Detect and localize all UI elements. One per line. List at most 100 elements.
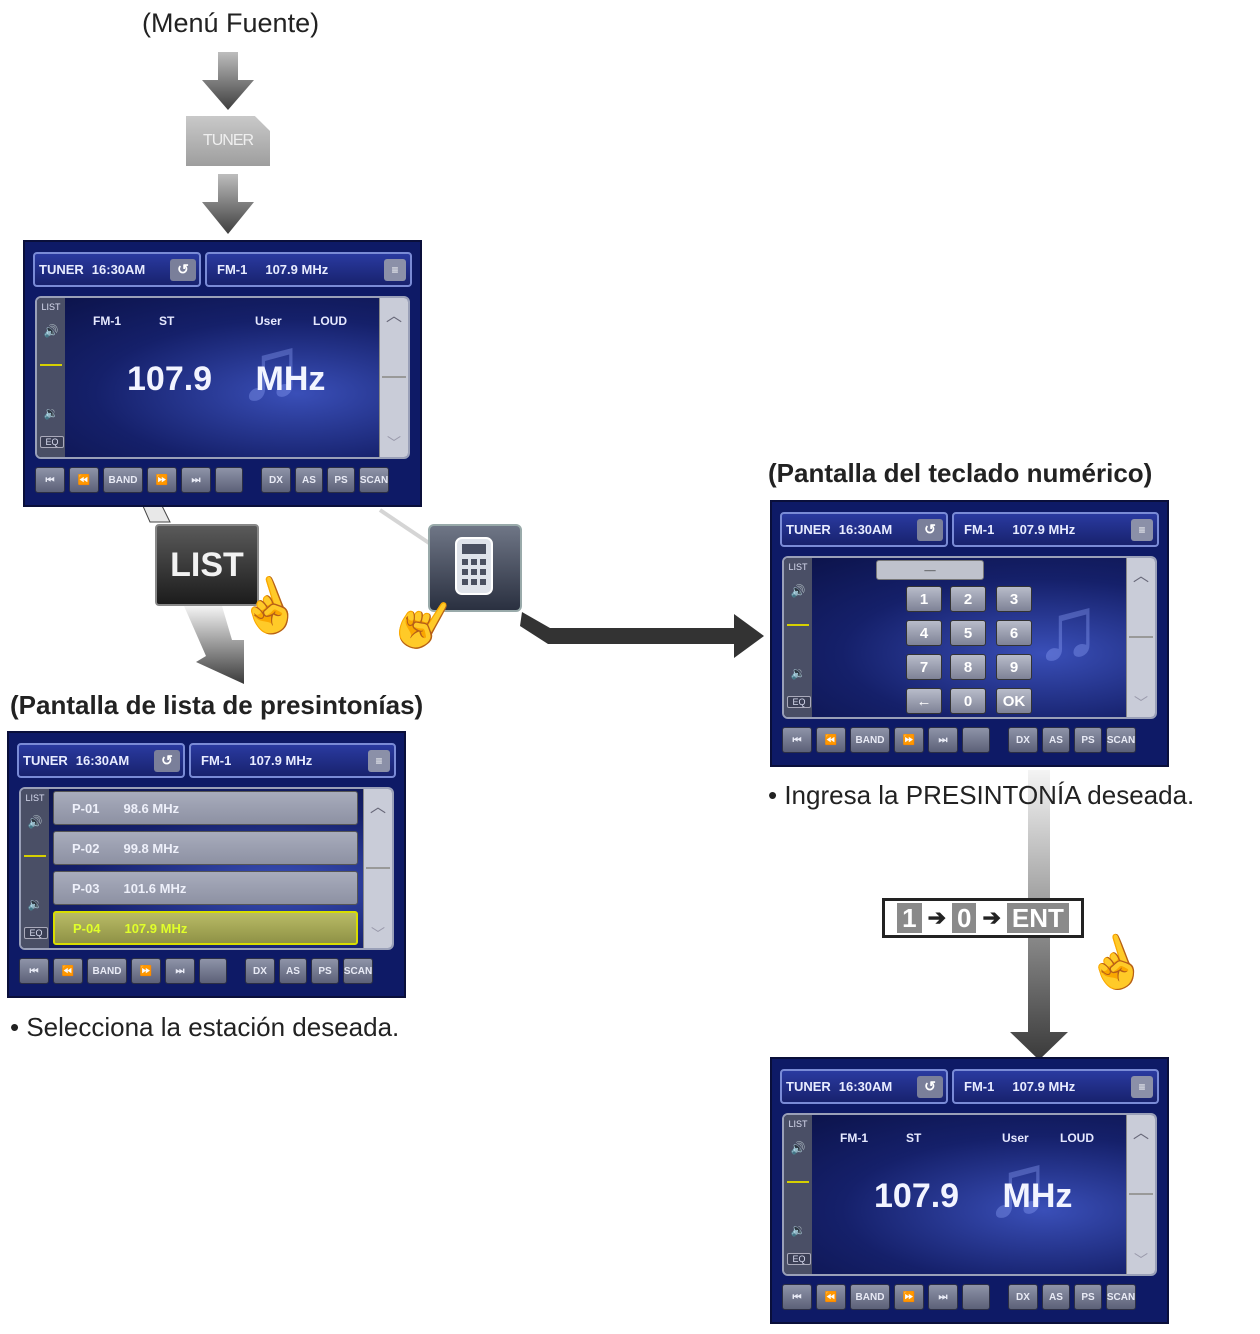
dx-button[interactable]: DX [261,467,291,493]
back-icon[interactable]: ↺ [917,1075,943,1098]
scan-button[interactable]: SCAN [1106,727,1136,753]
dx-button[interactable]: DX [245,958,275,984]
blank-button[interactable] [962,727,990,753]
scroll-up-icon[interactable]: ︿ [1132,568,1149,585]
key-6[interactable]: 6 [996,620,1032,646]
scroll-up-icon[interactable]: ︿ [385,308,402,325]
scrollbar[interactable]: ︿ ﹀ [1126,1115,1155,1274]
key-backspace[interactable]: ← [906,688,942,714]
eq-button[interactable]: EQ [24,927,48,939]
blank-button[interactable] [199,958,227,984]
dx-button[interactable]: DX [1008,1284,1038,1310]
volume-up-icon[interactable]: 🔊 [27,815,43,829]
key-3[interactable]: 3 [996,586,1032,612]
volume-down-icon[interactable]: 🔉 [790,666,806,680]
volume-down-icon[interactable]: 🔉 [27,897,43,911]
band-button[interactable]: BAND [87,958,127,984]
control-bar: ⏮ ⏪ BAND ⏩ ⏭ DX AS PS SCAN [782,725,1157,755]
as-button[interactable]: AS [1042,727,1070,753]
volume-down-icon[interactable]: 🔉 [790,1223,806,1237]
back-icon[interactable]: ↺ [917,518,943,541]
ps-button[interactable]: PS [327,467,355,493]
rewind-icon[interactable]: ⏪ [816,727,846,753]
dx-button[interactable]: DX [1008,727,1038,753]
blank-button[interactable] [962,1284,990,1310]
next-track-icon[interactable]: ⏭ [928,727,958,753]
menu-icon[interactable]: ≡ [384,258,406,281]
ps-button[interactable]: PS [1074,727,1102,753]
key-1[interactable]: 1 [906,586,942,612]
next-track-icon[interactable]: ⏭ [165,958,195,984]
rewind-icon[interactable]: ⏪ [816,1284,846,1310]
list-button-callout[interactable]: LIST [155,524,259,606]
key-5[interactable]: 5 [950,620,986,646]
volume-up-icon[interactable]: 🔊 [790,584,806,598]
prev-track-icon[interactable]: ⏮ [782,1284,812,1310]
volume-up-icon[interactable]: 🔊 [43,324,59,338]
frequency-value: 107.9 [874,1177,960,1215]
menu-icon[interactable]: ≡ [368,749,390,772]
scan-button[interactable]: SCAN [343,958,373,984]
scrollbar[interactable]: ︿ ﹀ [1126,558,1155,717]
keypad-button-callout[interactable] [428,524,522,612]
scroll-down-icon[interactable]: ﹀ [1134,695,1148,711]
back-icon[interactable]: ↺ [170,258,196,281]
loud-status: LOUD [313,314,347,328]
eq-button[interactable]: EQ [40,436,64,448]
fast-forward-icon[interactable]: ⏩ [147,467,177,493]
key-9[interactable]: 9 [996,654,1032,680]
band-button[interactable]: BAND [850,727,890,753]
key-4[interactable]: 4 [906,620,942,646]
eq-button[interactable]: EQ [787,696,811,708]
fast-forward-icon[interactable]: ⏩ [894,1284,924,1310]
key-ok[interactable]: OK [996,688,1032,714]
scrollbar[interactable]: ︿ ﹀ [379,298,408,457]
ps-button[interactable]: PS [1074,1284,1102,1310]
scan-button[interactable]: SCAN [1106,1284,1136,1310]
scroll-up-icon[interactable]: ︿ [369,799,386,816]
menu-icon[interactable]: ≡ [1131,1075,1153,1098]
key-0[interactable]: 0 [950,688,986,714]
blank-button[interactable] [215,467,243,493]
prev-track-icon[interactable]: ⏮ [35,467,65,493]
prev-track-icon[interactable]: ⏮ [782,727,812,753]
fast-forward-icon[interactable]: ⏩ [894,727,924,753]
fast-forward-icon[interactable]: ⏩ [131,958,161,984]
volume-down-icon[interactable]: 🔉 [43,406,59,420]
scroll-down-icon[interactable]: ﹀ [387,435,401,451]
prev-track-icon[interactable]: ⏮ [19,958,49,984]
as-button[interactable]: AS [1042,1284,1070,1310]
volume-up-icon[interactable]: 🔊 [790,1141,806,1155]
scroll-down-icon[interactable]: ﹀ [1134,1252,1148,1268]
ps-button[interactable]: PS [311,958,339,984]
list-side-button[interactable]: LIST [788,562,808,572]
band-button[interactable]: BAND [103,467,143,493]
key-2[interactable]: 2 [950,586,986,612]
rewind-icon[interactable]: ⏪ [53,958,83,984]
band-button[interactable]: BAND [850,1284,890,1310]
scroll-down-icon[interactable]: ﹀ [371,926,385,942]
list-side-button[interactable]: LIST [788,1119,808,1129]
next-track-icon[interactable]: ⏭ [181,467,211,493]
scan-button[interactable]: SCAN [359,467,389,493]
as-button[interactable]: AS [295,467,323,493]
rewind-icon[interactable]: ⏪ [69,467,99,493]
header-source: TUNER 16:30AM ↺ [780,512,948,547]
list-side-button[interactable]: LIST [41,302,61,312]
tuner-source-icon[interactable]: TUNER [186,116,270,166]
next-track-icon[interactable]: ⏭ [928,1284,958,1310]
list-side-button[interactable]: LIST [25,793,45,803]
menu-icon[interactable]: ≡ [1131,518,1153,541]
as-button[interactable]: AS [279,958,307,984]
music-note-decoration: ♫ [1034,579,1102,679]
key-8[interactable]: 8 [950,654,986,680]
key-7[interactable]: 7 [906,654,942,680]
eq-button[interactable]: EQ [787,1253,811,1265]
scroll-up-icon[interactable]: ︿ [1132,1125,1149,1142]
back-icon[interactable]: ↺ [154,749,180,772]
scrollbar[interactable]: ︿ ﹀ [363,789,392,948]
